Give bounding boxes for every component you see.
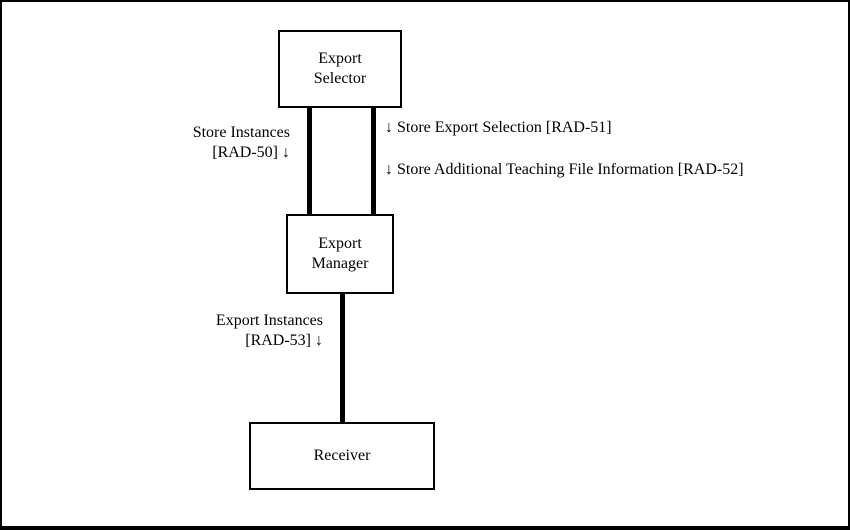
connector-store-instances [307,106,312,216]
store-additional-info-label: ↓ Store Additional Teaching File Informa… [385,161,744,178]
store-export-selection-label: ↓ Store Export Selection [RAD-51] [385,119,612,136]
connector-export-instances [340,292,345,424]
export-selector-label: Export Selector [313,50,367,87]
store-instances-name: Store Instances [192,124,290,141]
export-manager-box: Export Manager [286,214,394,294]
export-instances-name: Export Instances [215,312,323,329]
export-selector-box: Export Selector [278,30,402,108]
export-manager-label: Export Manager [311,235,369,272]
store-instances-label: Store Instances [RAD-50] ↓ [193,123,290,163]
export-instances-label: Export Instances [RAD-53] ↓ [216,311,323,351]
receiver-label: Receiver [313,447,371,464]
connector-store-export-selection [371,106,376,216]
receiver-box: Receiver [249,422,435,490]
store-instances-code: [RAD-50] ↓ [212,144,290,161]
export-instances-code: [RAD-53] ↓ [245,332,323,349]
